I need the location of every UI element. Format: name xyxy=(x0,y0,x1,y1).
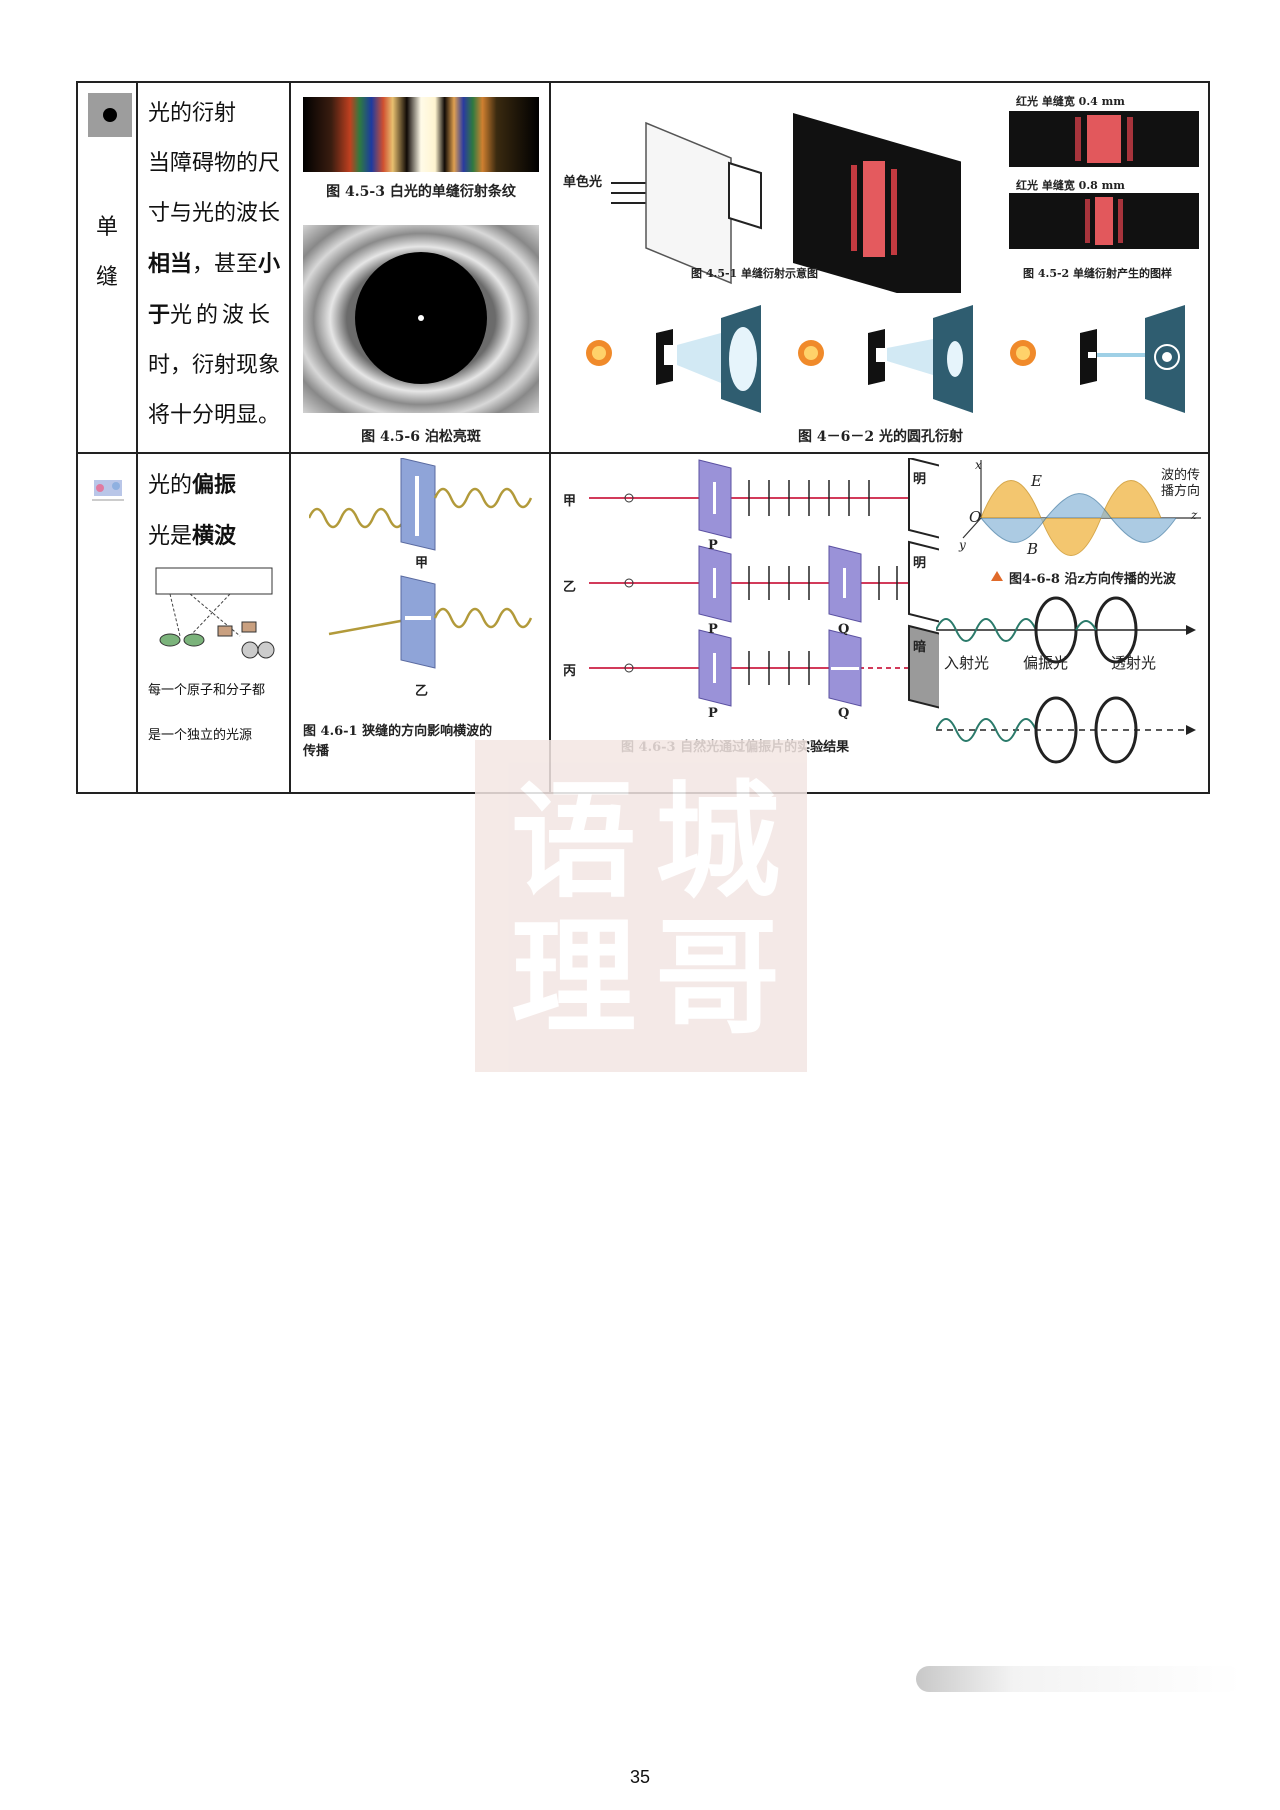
label-jia: 甲 xyxy=(415,552,428,571)
triangle-icon xyxy=(991,571,1003,581)
note-line-2: 是一个独立的光源 xyxy=(148,726,252,746)
polarizer-P-label: P xyxy=(708,622,718,637)
category-label: 单 缝 xyxy=(78,203,136,303)
dot-icon xyxy=(88,93,132,137)
diffraction-description: 光的衍射 当障碍物的尺 寸与光的波长 相当，甚至小 于光的波长 时，衍射现象 将… xyxy=(137,82,290,453)
transmitted-light-label: 透射光 xyxy=(1111,652,1156,673)
axis-x: x xyxy=(975,458,982,472)
row-label-yi: 乙 xyxy=(563,576,576,595)
note-line-1: 每一个原子和分子都 xyxy=(148,681,265,701)
fig-4-5-3-caption: 图 4.5-3 白光的单缝衍射条纹 xyxy=(291,181,550,201)
fig-4-5-2-caption: 图 4.5-2 单缝衍射产生的图样 xyxy=(1023,265,1172,281)
polarizer-wheels xyxy=(936,590,1206,770)
watermark-seal: 语 城 理 哥 xyxy=(475,740,807,1072)
polarization-title: 光的偏振 xyxy=(148,460,281,511)
content-table: 单 缝 光的衍射 当障碍物的尺 寸与光的波长 相当，甚至小 于光的波长 时，衍射… xyxy=(76,81,1210,794)
poisson-spot-image xyxy=(303,225,539,413)
fig-4-5-6-caption: 图 4.5-6 泊松亮斑 xyxy=(291,426,550,446)
screen-dark-label: 暗 xyxy=(913,636,926,655)
white-light-fringes xyxy=(303,97,539,172)
polarizer-experiment xyxy=(559,458,939,728)
wave-direction-label: 波的传播方向 xyxy=(1161,468,1200,500)
field-B: B xyxy=(1027,540,1038,558)
figure-cell-white-light: 图 4.5-3 白光的单缝衍射条纹 图 4.5-6 泊松亮斑 xyxy=(290,82,550,453)
transverse-wave-line: 光是横波 xyxy=(148,511,281,562)
page-number: 35 xyxy=(0,1767,1280,1788)
pattern-0.8mm xyxy=(1009,193,1199,249)
fig-4-6-8-caption: 图4-6-8 沿z方向传播的光波 xyxy=(1009,568,1176,587)
text-line: 时，衍射现象 xyxy=(148,341,281,391)
axis-O: O xyxy=(969,508,981,526)
text-line: 将十分明显。 xyxy=(148,391,281,441)
fig-4-5-1-caption: 图 4.5-1 单缝衍射示意图 xyxy=(691,265,818,281)
field-E: E xyxy=(1031,472,1042,490)
polarizer-P-label: P xyxy=(708,538,718,553)
screen-bright-label: 明 xyxy=(913,468,926,487)
pattern-0.4mm xyxy=(1009,111,1199,167)
text-line: 相当，甚至小 xyxy=(148,239,281,290)
3d-glasses-sketch xyxy=(150,566,280,666)
text-line: 当障碍物的尺 xyxy=(148,139,281,189)
text-line: 于光的波长 xyxy=(148,290,281,341)
label-yi: 乙 xyxy=(415,680,428,699)
axis-z: z xyxy=(1191,508,1197,522)
circular-hole-diffraction xyxy=(561,303,1201,413)
monochromatic-light-label: 单色光 xyxy=(563,171,602,190)
red-0.4mm-label: 红光 单缝宽 0.4 mm xyxy=(1016,93,1125,109)
screen-bright-label: 明 xyxy=(913,552,926,571)
polarizer-Q-label: Q xyxy=(838,622,849,637)
polarizer-Q-label: Q xyxy=(838,706,849,721)
category-cell-single-slit: 单 缝 xyxy=(77,82,137,453)
polarization-thumbnail xyxy=(86,466,130,510)
polarizer-P-label: P xyxy=(708,706,718,721)
incident-light-label: 入射光 xyxy=(944,652,989,673)
polarized-light-label: 偏振光 xyxy=(1023,652,1068,673)
polarization-description: 光的偏振 光是横波 每一个原子和分子都 是一个独立的光源 xyxy=(137,453,290,793)
row-label-bing: 丙 xyxy=(563,660,576,679)
figure-cell-slit-diagrams: 单色光 红光 单缝宽 0.4 mm 红光 单缝宽 0.8 mm xyxy=(550,82,1209,453)
text-line: 寸与光的波长 xyxy=(148,189,281,239)
row-label-jia: 甲 xyxy=(563,490,576,509)
fig-4-6-2-caption: 图 4－6－2 光的圆孔衍射 xyxy=(551,426,1209,446)
text-line: 光的衍射 xyxy=(148,89,281,139)
category-cell-polarization xyxy=(77,453,137,793)
axis-y: y xyxy=(959,538,966,552)
scroll-bar[interactable] xyxy=(916,1666,1242,1692)
red-0.8mm-label: 红光 单缝宽 0.8 mm xyxy=(1016,177,1125,193)
